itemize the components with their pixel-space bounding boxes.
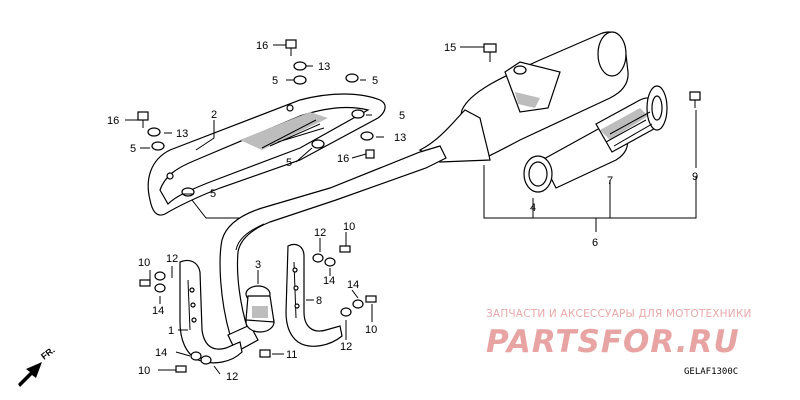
callout-16: 16 (107, 115, 119, 127)
heat-shield-lower (179, 243, 343, 364)
callout-4: 4 (530, 202, 536, 214)
leader-lines (125, 44, 697, 375)
exhaust-pipe (219, 145, 447, 353)
callout-14: 14 (152, 305, 164, 317)
callout-13: 13 (318, 61, 330, 73)
front-direction-label: FR. (39, 345, 57, 362)
watermark-caption: ЗАПЧАСТИ И АКСЕССУАРЫ ДЛЯ МОТОТЕХНИКИ (486, 308, 752, 320)
watermark: ЗАПЧАСТИ И АКСЕССУАРЫ ДЛЯ МОТОТЕХНИКИ PA… (486, 308, 752, 360)
callout-5: 5 (130, 143, 136, 155)
callout-6: 6 (592, 237, 598, 249)
callout-16: 16 (256, 40, 268, 52)
callout-12: 12 (340, 341, 352, 353)
callout-12: 12 (314, 227, 326, 239)
callout-12: 12 (166, 253, 178, 265)
callout-5: 5 (210, 188, 216, 200)
callout-13: 13 (394, 132, 406, 144)
callout-10: 10 (138, 257, 150, 269)
watermark-logo: PARTSFOR.RU (486, 324, 740, 360)
fasteners (137, 39, 377, 373)
callout-14: 14 (155, 347, 167, 359)
callout-10: 10 (365, 324, 377, 336)
callout-14: 14 (323, 275, 335, 287)
callout-12: 12 (226, 371, 238, 383)
callout-11: 11 (286, 349, 297, 361)
callout-7: 7 (607, 175, 613, 187)
muffler (418, 31, 701, 193)
front-direction-marker: FR. (18, 345, 57, 387)
callout-labels: 16 13 5 5 16 13 5 2 5 13 5 16 5 15 4 7 9… (107, 40, 698, 383)
callout-5: 5 (399, 110, 405, 122)
callout-3: 3 (255, 259, 261, 271)
callout-5: 5 (272, 75, 278, 87)
callout-10: 10 (343, 221, 355, 233)
callout-5: 5 (372, 75, 378, 87)
callout-5: 5 (286, 157, 292, 169)
front-arrow-icon (18, 362, 42, 387)
callout-10: 10 (138, 365, 150, 377)
callout-16: 16 (337, 153, 349, 165)
heat-shield-upper (147, 93, 386, 216)
callout-14: 14 (347, 279, 359, 291)
callout-9: 9 (692, 171, 698, 183)
callout-1: 1 (168, 325, 174, 337)
callout-13: 13 (176, 128, 188, 140)
diagram-code: GELAF1300C (684, 367, 738, 377)
callout-2: 2 (211, 109, 217, 121)
callout-15: 15 (444, 42, 456, 54)
callout-8: 8 (316, 295, 322, 307)
